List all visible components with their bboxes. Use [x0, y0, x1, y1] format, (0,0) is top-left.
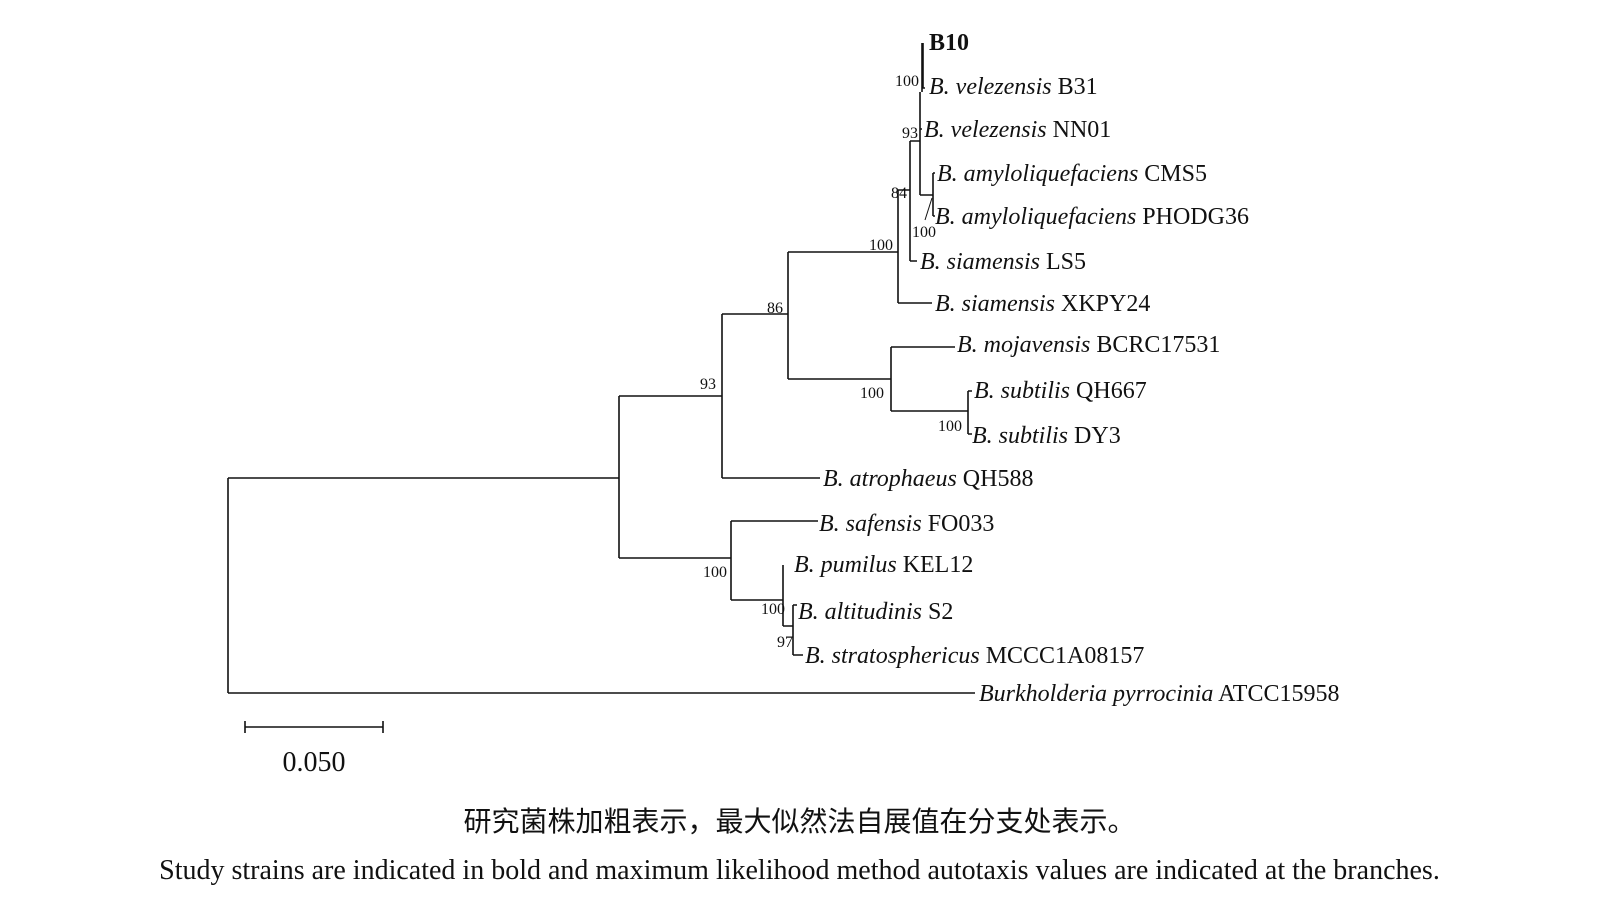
branch-root: [227, 477, 975, 694]
branch: [932, 172, 935, 217]
branch: [792, 604, 803, 656]
scale-bar: [244, 721, 384, 733]
leaf-label: B. atrophaeus QH588: [823, 466, 1033, 492]
leaf-label: B. safensis FO033: [819, 511, 994, 537]
bootstrap-value: 84: [891, 185, 907, 202]
branch: [618, 395, 731, 559]
leaf-label: B. siamensis LS5: [920, 249, 1086, 275]
scale-bar-label: 0.050: [283, 747, 346, 778]
bootstrap-value: 100: [860, 385, 884, 402]
leaf-label: B. velezensis NN01: [924, 117, 1111, 143]
leaf-label: Burkholderia pyrrocinia ATCC15958: [979, 681, 1339, 707]
leaf-label: B10: [929, 30, 969, 56]
leaf-label: B. amyloliquefaciens PHODG36: [935, 204, 1249, 230]
bootstrap-value: 100: [938, 418, 962, 435]
bootstrap-value: 100: [895, 73, 919, 90]
leaf-label: B. siamensis XKPY24: [935, 291, 1150, 317]
caption-english: Study strains are indicated in bold and …: [159, 855, 1440, 886]
bootstrap-value: 86: [767, 300, 783, 317]
branch: [782, 565, 793, 627]
branch: [730, 520, 818, 601]
pointer-arrow: [924, 197, 933, 221]
tree-branches: [227, 43, 975, 733]
bootstrap-value: 100: [703, 564, 727, 581]
bootstrap-value: 93: [902, 125, 918, 142]
branch: [919, 92, 933, 196]
caption-chinese: 研究菌株加粗表示，最大似然法自展值在分支处表示。: [463, 805, 1136, 838]
leaf-label: B. velezensis B31: [929, 74, 1098, 100]
leaf-label: B. subtilis DY3: [972, 423, 1121, 449]
bootstrap-value: 93: [700, 376, 716, 393]
leaf-label: B. subtilis QH667: [974, 378, 1147, 404]
branch: [890, 346, 968, 412]
leaf-label: B. pumilus KEL12: [794, 552, 973, 578]
leaf-label: B. altitudinis S2: [798, 599, 953, 625]
branch: [909, 140, 920, 262]
bootstrap-value: 100: [912, 224, 936, 241]
branch: [721, 313, 820, 479]
bootstrap-value: 97: [777, 634, 793, 651]
branch: [967, 390, 972, 435]
bootstrap-value: 100: [761, 601, 785, 618]
leaf-label: B. stratosphericus MCCC1A08157: [805, 643, 1144, 669]
leaf-label: B. amyloliquefaciens CMS5: [937, 161, 1207, 187]
leaf-labels: B10 B. velezensis B31 B. velezensis NN01…: [794, 30, 1339, 707]
leaf-label: B. mojavensis BCRC17531: [957, 332, 1220, 358]
branch: [787, 251, 898, 380]
bootstrap-value: 100: [869, 237, 893, 254]
bootstrap-values: 100 93 100 84 100 86 100 100 93 100 100 …: [700, 73, 962, 651]
branch: [897, 189, 932, 304]
branch: [921, 43, 925, 92]
